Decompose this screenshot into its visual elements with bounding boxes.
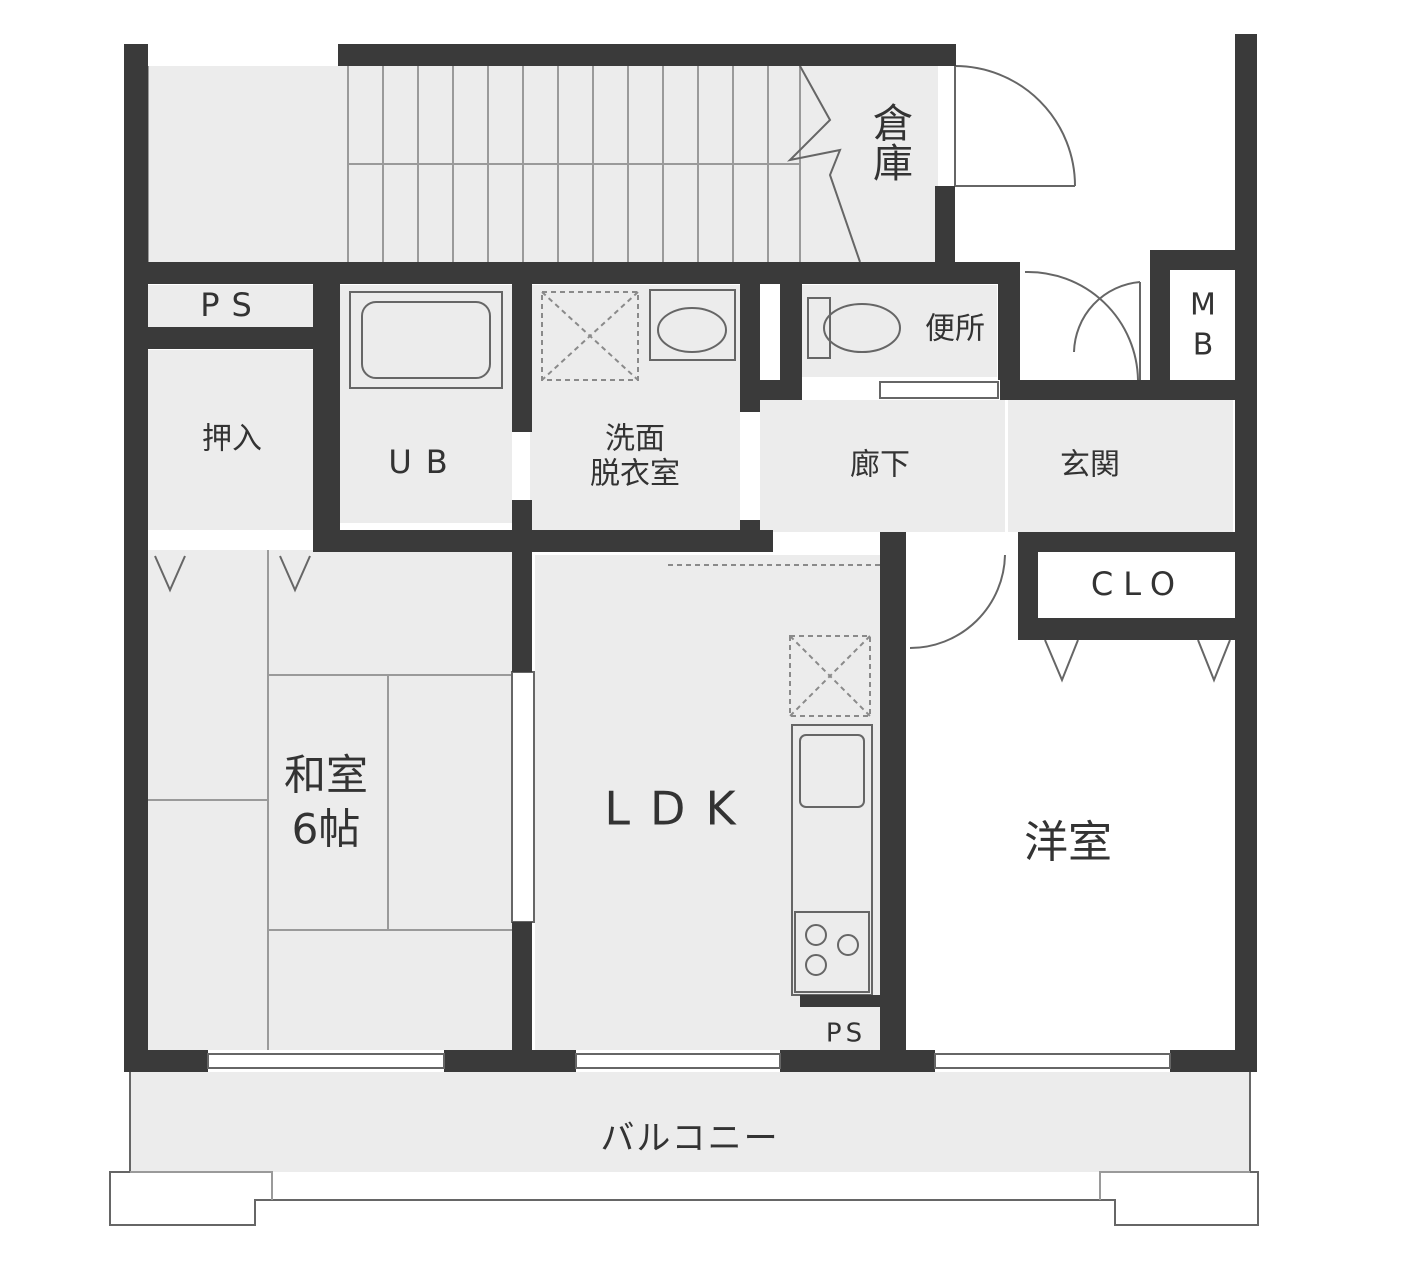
washroom-floor	[530, 285, 740, 530]
ldk-floor	[535, 555, 880, 1050]
room-label-toilet: 便所	[925, 312, 985, 347]
room-label-balcony: バルコニー	[600, 1119, 779, 1159]
ps-top-floor	[148, 285, 313, 327]
room-label-oshiire: 押入	[202, 422, 262, 457]
walls	[124, 34, 1257, 1072]
room-label-mb-2: B	[1193, 328, 1214, 363]
room-label-mb-1: M	[1190, 288, 1216, 323]
room-label-ldk: LDK	[604, 782, 755, 836]
room-label-ub: UB	[388, 443, 461, 481]
room-label-washroom-1: 洗面	[605, 422, 665, 457]
room-label-youshitsu: 洋室	[1024, 817, 1112, 868]
oshiire-doors	[154, 555, 311, 593]
entrance-floor	[1008, 400, 1233, 532]
ub-floor	[340, 285, 512, 523]
toilet-fixture	[807, 297, 901, 359]
entrance-door	[1024, 270, 1141, 381]
toilet-floor	[800, 285, 997, 377]
room-label-storage: 倉庫	[866, 102, 912, 182]
youshitsu-door	[909, 554, 1006, 649]
room-label-washitsu-1: 和室	[284, 751, 368, 800]
washer-space	[541, 291, 639, 381]
staircase	[147, 65, 861, 263]
balcony-railing	[109, 1072, 1259, 1226]
room-label-washitsu-2: 6帖	[292, 805, 361, 854]
room-label-washroom-2: 脱衣室	[590, 457, 680, 492]
bathtub	[349, 291, 503, 389]
room-label-hallway: 廊下	[850, 448, 910, 483]
sliding-partition	[511, 671, 535, 923]
clo-doors	[1044, 639, 1231, 683]
balcony-floor	[130, 1072, 1250, 1172]
room-label-clo: CLO	[1091, 565, 1185, 603]
room-label-ps-bottom: PS	[826, 1019, 866, 1049]
room-label-entrance: 玄関	[1060, 448, 1120, 483]
storage-door	[954, 65, 1076, 187]
wash-basin	[649, 289, 736, 361]
room-label-ps-top: PS	[200, 286, 264, 324]
windows	[207, 381, 1171, 1069]
hallway-floor	[760, 400, 1005, 532]
oshiire-floor	[148, 350, 313, 530]
